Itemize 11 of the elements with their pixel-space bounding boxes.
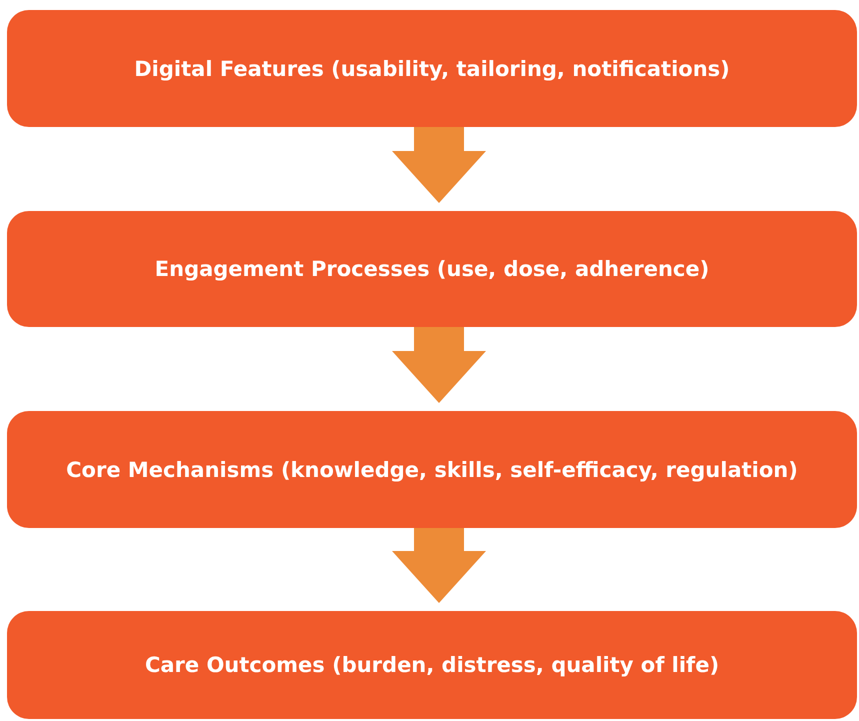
box-label: Digital Features (usability, tailoring, notifications) [134, 56, 730, 80]
block-arrow [392, 327, 486, 403]
block-arrow [392, 127, 486, 203]
box-label: Core Mechanisms (knowledge, skills, self-efficacy, regulation) [66, 458, 798, 482]
block-arrow [392, 528, 486, 603]
process-box [7, 10, 857, 127]
box-label: Care Outcomes (burden, distress, quality of life) [144, 653, 720, 677]
box-label: Engagement Processes (use, dose, adherence) [154, 257, 710, 281]
process-box [7, 611, 857, 719]
process-box [7, 411, 857, 528]
process-box [7, 211, 857, 327]
